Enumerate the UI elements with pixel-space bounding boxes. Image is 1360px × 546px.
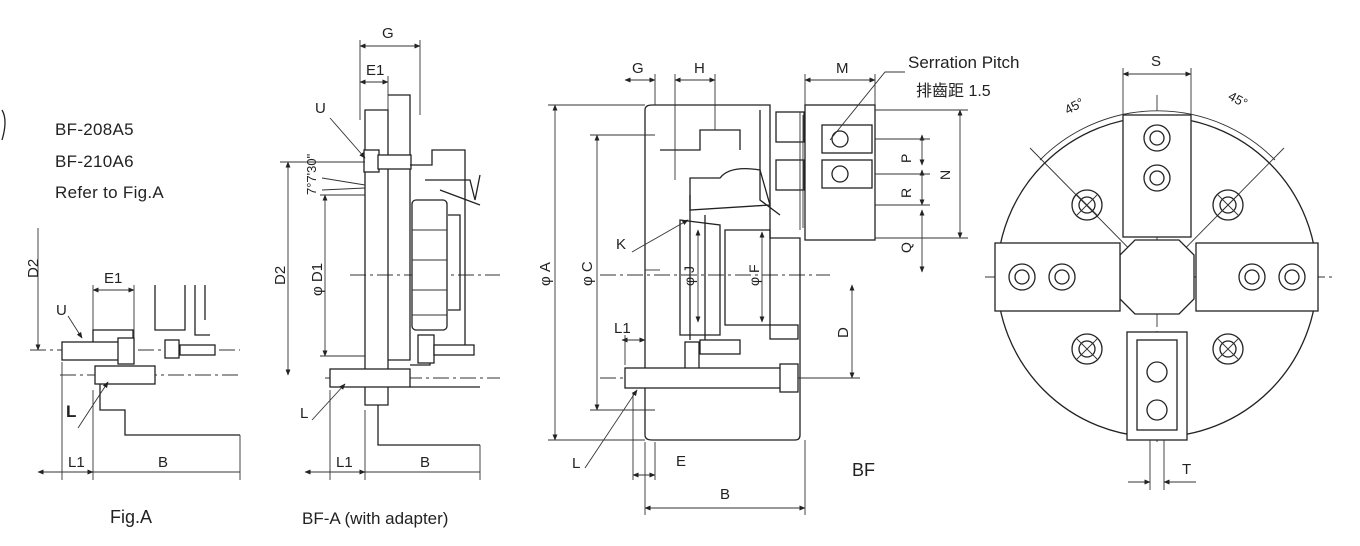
bf-c-dim-label: φ C: [579, 261, 596, 286]
fig-a-b-label: B: [158, 454, 168, 471]
serration-pitch-title: Serration Pitch: [908, 53, 1020, 72]
fig-a-d2-label: D2: [25, 259, 42, 278]
bf-a-u-label: U: [315, 100, 326, 117]
note-bf-210a6: BF-210A6: [55, 152, 134, 171]
bf-p-label: P: [898, 154, 914, 163]
note-bf-208a5: BF-208A5: [55, 120, 134, 139]
bf-a-e1-label: E1: [366, 62, 384, 79]
note-refer-fig-a: Refer to Fig.A: [55, 183, 165, 202]
bf-a-dim-label: φ A: [537, 262, 554, 286]
bf-j-dim-label: φ J: [681, 266, 697, 286]
fig-a-caption: Fig.A: [110, 507, 152, 527]
front-angle-left-label: 45°: [1062, 95, 1086, 117]
bf-a-caption: BF-A (with adapter): [302, 509, 448, 528]
bf-a-g-label: G: [382, 25, 394, 42]
bf-q-label: Q: [898, 242, 914, 253]
bf-front-view: [985, 68, 1335, 490]
fig-a-e1-label: E1: [104, 270, 122, 287]
front-s-label: S: [1151, 53, 1161, 70]
bf-f-dim-label: φ F: [746, 264, 762, 286]
bf-a-b-label: B: [420, 454, 430, 471]
bf-caption: BF: [852, 460, 875, 480]
bf-a-d1-label: φ D1: [309, 263, 326, 296]
fig-a-u-label: U: [56, 302, 67, 319]
bf-h-label: H: [694, 60, 705, 77]
bf-n-label: N: [937, 170, 953, 180]
bf-a-d2-label: D2: [272, 266, 289, 285]
bf-section-view: [548, 71, 968, 515]
front-angle-right-label: 45°: [1226, 88, 1250, 110]
bf-b-label: B: [720, 486, 730, 503]
bf-a-angle-label: 7°7'30": [304, 153, 319, 195]
page-edge-fragment: [1, 109, 6, 141]
front-t-label: T: [1182, 461, 1191, 478]
bf-m-label: M: [836, 60, 849, 77]
fig-a-l-label: L: [66, 402, 76, 421]
serration-pitch-value: 排齒距 1.5: [916, 82, 991, 100]
bf-l-label: L: [572, 455, 580, 472]
bf-a-l-label: L: [300, 405, 308, 422]
bf-a-view: [280, 40, 500, 480]
bf-e-label: E: [676, 453, 686, 470]
bf-k-label: K: [616, 236, 626, 253]
bf-g-label: G: [632, 60, 644, 77]
fig-a-l1-label: L1: [68, 454, 85, 471]
fig-a-view: [30, 228, 241, 480]
bf-r-label: R: [898, 188, 914, 198]
bf-l1-label: L1: [614, 320, 631, 337]
bf-d-label: D: [835, 327, 852, 338]
bf-a-l1-label: L1: [336, 454, 353, 471]
